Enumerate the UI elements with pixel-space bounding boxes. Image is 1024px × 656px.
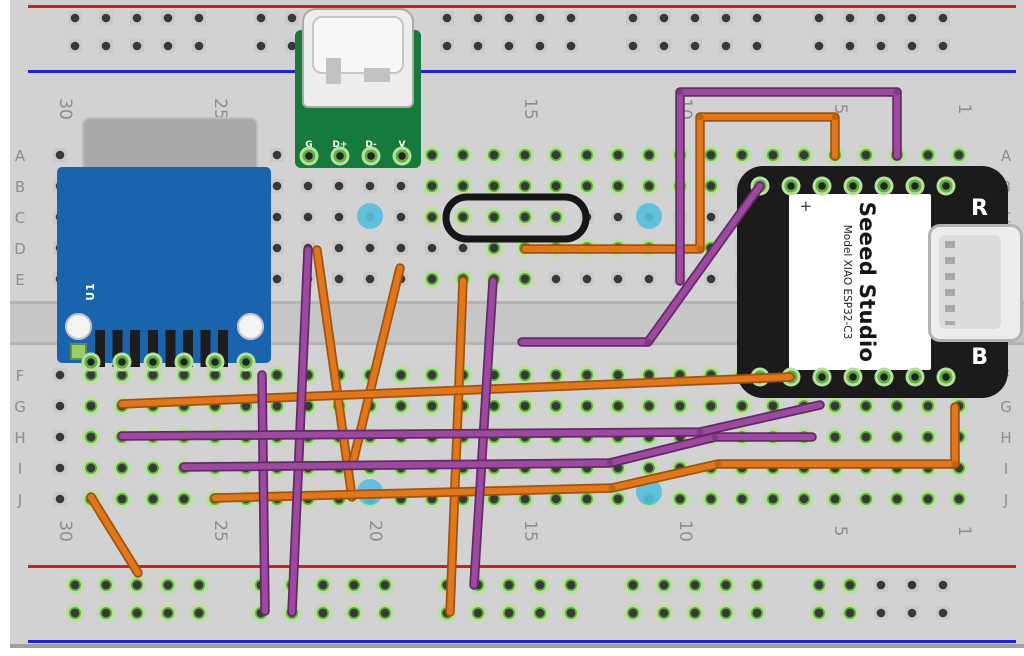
wire-purple[interactable] <box>179 432 817 472</box>
mounting-hole-dot <box>357 203 383 229</box>
microsd-module[interactable]: U1 <box>57 117 271 367</box>
row-number-label: 30 <box>55 520 75 542</box>
usbc-pin-label: V <box>398 140 406 150</box>
column-letter-label: C <box>15 209 25 227</box>
usbc-connector <box>302 8 414 108</box>
column-letter-label: G <box>14 398 26 416</box>
wire-purple[interactable] <box>117 400 825 441</box>
usbc-pin-labels: G D+ D- V <box>295 8 421 168</box>
wire-orange[interactable] <box>312 245 357 502</box>
power-rail-red-line <box>28 565 1016 568</box>
power-rail-blue-line <box>28 70 1016 73</box>
part-outline[interactable] <box>442 193 590 243</box>
column-letter-label: I <box>18 460 22 478</box>
wire-orange[interactable] <box>210 402 960 503</box>
row-number-label: 5 <box>830 104 850 115</box>
row-number-label: 5 <box>830 526 850 537</box>
column-letter-label: H <box>1000 429 1011 447</box>
mount-hole <box>237 313 264 340</box>
column-letter-label: D <box>14 240 26 258</box>
column-letter-label: J <box>1003 491 1008 509</box>
wire-purple[interactable] <box>257 370 270 616</box>
wire-orange[interactable] <box>445 276 468 617</box>
reset-button-label: R <box>971 196 988 221</box>
column-letter-label: H <box>14 429 25 447</box>
row-number-label: 15 <box>520 520 540 542</box>
row-number-label: 10 <box>675 520 695 542</box>
row-number-label: 25 <box>210 98 230 120</box>
usbc-pin-label: D- <box>365 140 377 150</box>
row-number-label: 25 <box>210 520 230 542</box>
power-rail-blue-line <box>28 640 1016 643</box>
row-number-label: 30 <box>55 98 75 120</box>
wire-orange[interactable] <box>520 112 840 254</box>
wire-purple[interactable] <box>517 181 765 347</box>
boot-button-label: B <box>971 345 988 370</box>
microsd-pcb: U1 <box>57 167 271 367</box>
sd-pad-square <box>70 343 87 360</box>
mount-hole <box>65 313 92 340</box>
row-number-label: 15 <box>520 98 540 120</box>
wire-orange[interactable] <box>117 372 795 409</box>
xiao-silkscreen-label: + Seeed Studio Model XIAO ESP32-C3 <box>789 194 931 370</box>
usbc-pin-label: D+ <box>332 140 348 150</box>
xiao-usbc-port <box>928 224 1023 342</box>
column-letter-label: F <box>16 367 25 385</box>
row-number-label: 1 <box>954 104 974 115</box>
mounting-hole-dot <box>636 203 662 229</box>
usbc-breakout[interactable]: G D+ D- V <box>295 8 421 168</box>
column-letter-label: E <box>15 271 24 289</box>
column-letter-label: B <box>15 178 25 196</box>
row-number-label: 1 <box>954 526 974 537</box>
xiao-usbc-port-contacts <box>945 241 955 325</box>
column-letter-label: J <box>17 491 22 509</box>
wire-orange[interactable] <box>86 492 143 578</box>
usbc-connector-tab <box>364 68 390 82</box>
row-number-label: 20 <box>365 520 385 542</box>
board-edge <box>10 644 1024 648</box>
column-letter-label: A <box>1001 147 1012 165</box>
column-letter-label: A <box>15 147 26 165</box>
column-letter-label: G <box>1000 398 1012 416</box>
wire-purple[interactable] <box>675 87 902 286</box>
column-letter-label: I <box>1004 460 1008 478</box>
usbc-pin-label: G <box>305 140 313 150</box>
usbc-connector-tab <box>326 58 341 84</box>
power-rail-red-line <box>28 5 1016 8</box>
